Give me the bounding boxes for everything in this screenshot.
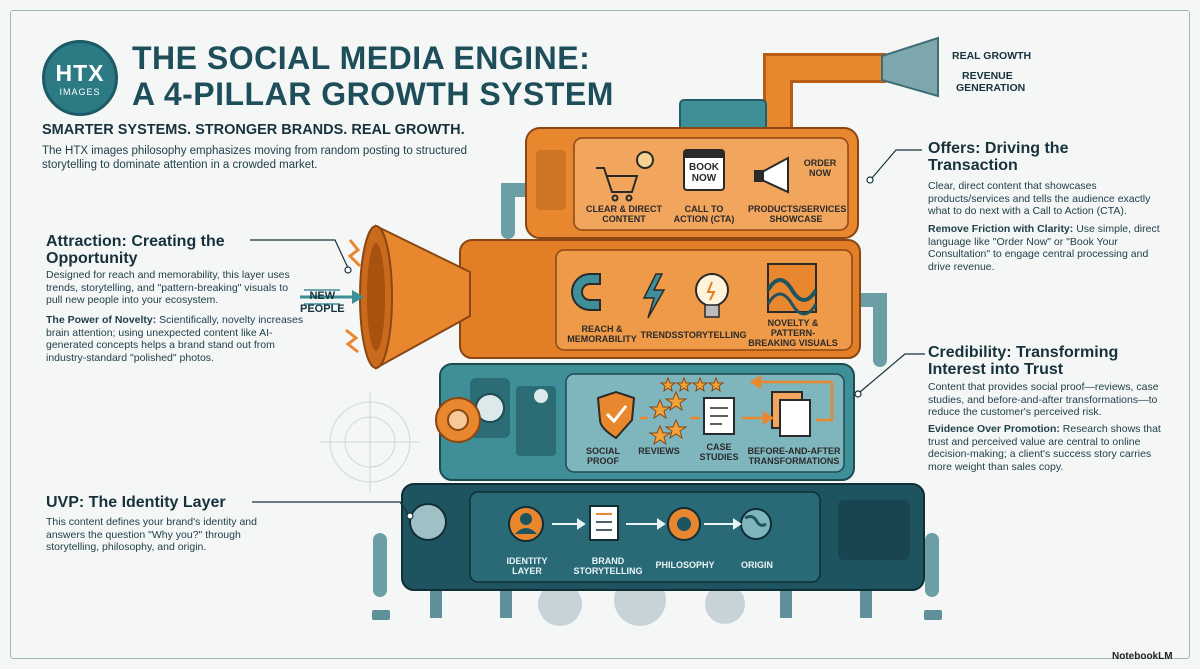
credibility-icon-label-4: BEFORE-AND-AFTER TRANSFORMATIONS bbox=[747, 446, 841, 466]
book-now-text: BOOK NOW bbox=[689, 162, 719, 184]
attraction-icon-label-4: NOVELTY & PATTERN-BREAKING VISUALS bbox=[748, 318, 838, 348]
real-growth-label: REAL GROWTH bbox=[952, 50, 1032, 62]
uvp-icon-label-3: PHILOSOPHY bbox=[655, 560, 715, 570]
offers-icon-label-1: CLEAR & DIRECT CONTENT bbox=[586, 204, 662, 224]
document-icon bbox=[703, 397, 735, 435]
offers-body: Clear, direct content that showcases pro… bbox=[928, 180, 1151, 217]
logo-sub-text: IMAGES bbox=[59, 87, 101, 97]
uvp-icon-label-2: BRAND STORYTELLING bbox=[573, 556, 643, 576]
notebooklm-credit: NotebookLM bbox=[1112, 651, 1173, 662]
offers-sub-body: Use simple, direct language like "Order … bbox=[928, 223, 1160, 273]
new-people-arrow bbox=[300, 289, 364, 305]
attraction-icon-label-2: TRENDS bbox=[640, 330, 678, 340]
credibility-sub: Evidence Over Promotion: Research shows … bbox=[928, 423, 1164, 473]
uvp-icon-label-4: ORIGIN bbox=[740, 560, 773, 570]
new-people-line-1: NEW bbox=[309, 290, 336, 302]
attraction-icon-label-3: STORYTELLING bbox=[677, 330, 747, 340]
cog-icon bbox=[667, 507, 701, 541]
title-line-2: A 4-PILLAR GROWTH SYSTEM bbox=[132, 76, 614, 112]
gear-icon bbox=[435, 397, 481, 443]
new-people-line-2: PEOPLE bbox=[300, 303, 345, 315]
credibility-icon-label-1: SOCIAL PROOF bbox=[585, 446, 620, 466]
uvp-title: UVP: The Identity Layer bbox=[46, 494, 226, 511]
credibility-icon-label-2: REVIEWS bbox=[638, 446, 680, 456]
attraction-title-line-2: Opportunity bbox=[46, 250, 138, 267]
revenue-label: REVENUE bbox=[962, 70, 1013, 82]
credibility-title-line-1: Credibility: Transforming bbox=[928, 344, 1119, 361]
attraction-title: Attraction: Creating the Opportunity bbox=[46, 233, 306, 267]
offers-icon-label-2: CALL TO ACTION (CTA) bbox=[673, 204, 735, 224]
identity-icon bbox=[508, 506, 544, 542]
attraction-sub-body: Scientifically, novelty increases brain … bbox=[46, 314, 304, 364]
order-now-text: ORDER NOW bbox=[803, 158, 837, 178]
offers-title: Offers: Driving the Transaction bbox=[928, 140, 1128, 174]
pattern-icon bbox=[766, 263, 818, 316]
generation-label: GENERATION bbox=[956, 82, 1026, 94]
intro-text: The HTX images philosophy emphasizes mov… bbox=[42, 145, 468, 171]
new-people-label: NEW PEOPLE bbox=[300, 290, 345, 316]
logo-main-text: HTX bbox=[55, 60, 105, 86]
attraction-icon-label-1: REACH & MEMORABILITY bbox=[567, 324, 637, 344]
credibility-sub-label: Evidence Over Promotion: bbox=[928, 423, 1060, 435]
htx-logo: HTX IMAGES bbox=[42, 40, 118, 116]
tagline: SMARTER SYSTEMS. STRONGER BRANDS. REAL G… bbox=[42, 122, 465, 138]
uvp-layer bbox=[401, 483, 925, 591]
megaphone-icon bbox=[359, 224, 471, 370]
offers-title-line-1: Offers: Driving the bbox=[928, 140, 1069, 157]
credibility-title-line-2: Interest into Trust bbox=[928, 361, 1064, 378]
magnet-icon bbox=[571, 273, 601, 311]
offers-icon-label-3: PRODUCTS/SERVICES SHOWCASE bbox=[748, 204, 847, 224]
attraction-sub-label: The Power of Novelty: bbox=[46, 314, 157, 326]
lightning-icon bbox=[642, 273, 666, 319]
attraction-title-line-1: Attraction: Creating the bbox=[46, 233, 225, 250]
lightbulb-icon bbox=[695, 273, 729, 318]
offers-sub-label: Remove Friction with Clarity: bbox=[928, 223, 1074, 235]
title-line-1: THE SOCIAL MEDIA ENGINE: bbox=[132, 40, 591, 76]
attraction-sub: The Power of Novelty: Scientifically, no… bbox=[46, 314, 304, 364]
shield-icon bbox=[596, 390, 636, 440]
uvp-body: This content defines your brand's identi… bbox=[46, 516, 257, 553]
credibility-sub-body: Research shows that trust and perceived … bbox=[928, 423, 1161, 473]
globe-icon bbox=[740, 508, 772, 540]
cart-icon bbox=[596, 151, 654, 202]
scroll-icon bbox=[589, 505, 619, 541]
offers-title-line-2: Transaction bbox=[928, 157, 1018, 174]
credibility-title: Credibility: Transforming Interest into … bbox=[928, 344, 1168, 378]
uvp-icon-label-1: IDENTITY LAYER bbox=[506, 556, 548, 576]
page-frame bbox=[10, 10, 1190, 659]
attraction-body: Designed for reach and memorability, thi… bbox=[46, 269, 290, 306]
calendar-icon bbox=[683, 149, 725, 191]
photos-icon bbox=[771, 391, 811, 437]
offers-sub: Remove Friction with Clarity: Use simple… bbox=[928, 223, 1162, 273]
exhaust-pipe bbox=[763, 36, 939, 128]
credibility-icon-label-3: CASE STUDIES bbox=[699, 442, 739, 462]
stars-icon bbox=[648, 376, 725, 446]
credibility-body: Content that provides social proof—revie… bbox=[928, 381, 1159, 418]
page-title: THE SOCIAL MEDIA ENGINE: A 4-PILLAR GROW… bbox=[132, 40, 614, 112]
megaphone-small-icon bbox=[754, 156, 789, 194]
